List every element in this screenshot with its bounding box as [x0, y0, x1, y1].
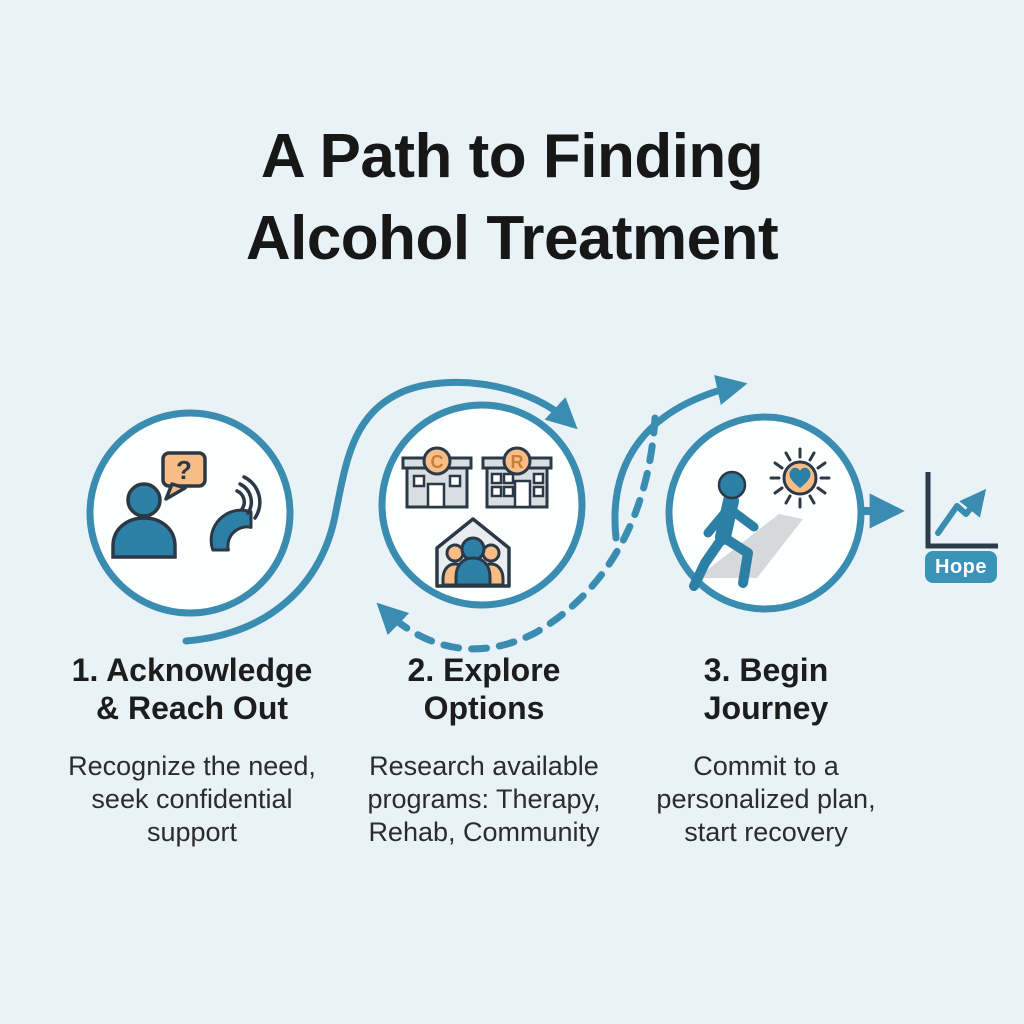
- rehab-letter: R: [511, 452, 524, 472]
- s-curve-connector-arrow: [182, 378, 578, 645]
- sun-rays: [769, 447, 831, 509]
- question-mark-glyph: ?: [176, 455, 192, 485]
- sun-heart-icon: [769, 447, 831, 509]
- clinic-building-icon: C: [401, 446, 473, 509]
- step-2-title-line-1: 2. Explore: [407, 652, 561, 688]
- walking-person-icon: [689, 470, 759, 591]
- step-2-title-line-2: Options: [423, 689, 545, 726]
- step-1-title-line-2: & Reach Out: [95, 689, 289, 726]
- step-1-title-line-1: 1. Acknowledge: [71, 652, 313, 688]
- step-3-desc-line-1: Commit to a: [693, 750, 839, 781]
- heart-glyph: [789, 467, 811, 488]
- community-people: [441, 536, 505, 587]
- step-1-desc-line-2: seek confidential: [91, 783, 293, 814]
- person-icon: [111, 482, 177, 559]
- feedback-dashed-arrow: [376, 414, 659, 653]
- trend-line: [935, 488, 987, 536]
- step-3-desc-line-3: start recovery: [684, 817, 848, 848]
- step-1-desc-line-1: Recognize the need,: [68, 750, 316, 781]
- step-1-block: 1. Acknowledge& Reach Out Recognize the …: [32, 652, 352, 850]
- step-3-title-line-2: Journey: [703, 689, 829, 726]
- step-circle-1: [86, 409, 294, 617]
- step-2-desc-line-1: Research available: [369, 750, 599, 781]
- step-2-desc-line-3: Rehab, Community: [368, 817, 600, 848]
- sound-waves-icon: [235, 475, 262, 520]
- rehab-building-icon: R: [481, 446, 553, 509]
- step-1-desc-line-3: support: [146, 817, 238, 848]
- question-bubble-icon: ?: [161, 451, 207, 501]
- community-house-icon: [435, 517, 511, 588]
- growth-chart-icon: [925, 472, 998, 549]
- page-title-line-2: Alcohol Treatment: [245, 203, 779, 273]
- hope-badge: Hope: [925, 551, 997, 583]
- phone-icon: [209, 508, 253, 552]
- page-title-line-1: A Path to Finding: [260, 122, 764, 191]
- page-title: A Path to Finding Alcohol Treatment: [0, 116, 1024, 280]
- step-3-title-line-1: 3. Begin: [703, 652, 829, 688]
- step-1-title: 1. Acknowledge& Reach Out: [32, 652, 352, 728]
- circle3-loop-arrow: [611, 375, 748, 542]
- step-2-desc-line-2: programs: Therapy,: [367, 783, 601, 814]
- path-shadow: [697, 514, 803, 578]
- step-3-desc-line-2: personalized plan,: [656, 783, 876, 814]
- clinic-letter: C: [431, 452, 444, 472]
